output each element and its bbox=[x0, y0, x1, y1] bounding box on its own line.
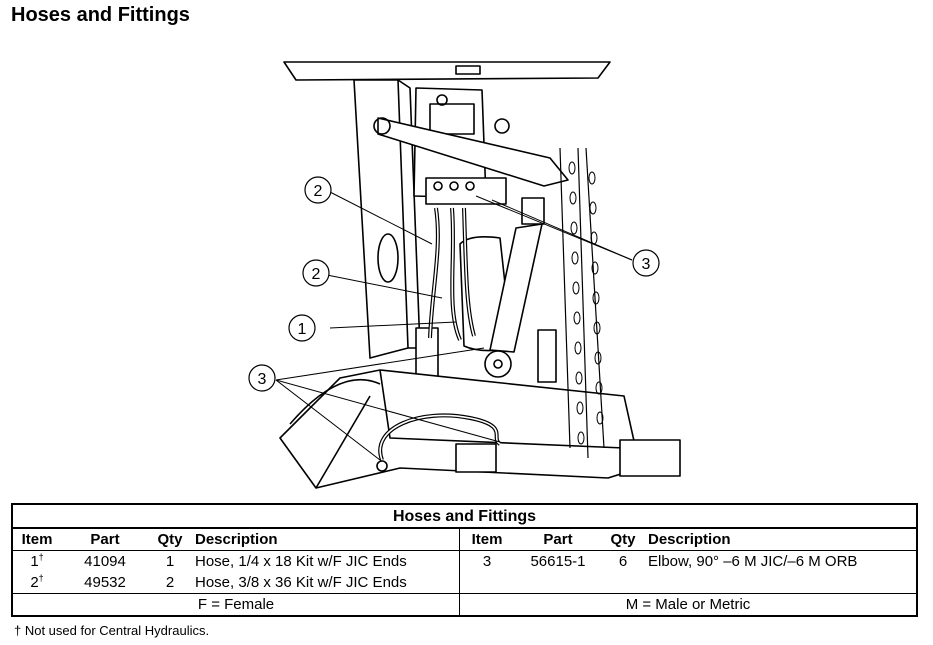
cell-item: 2† bbox=[11, 572, 61, 594]
svg-text:3: 3 bbox=[258, 371, 267, 388]
cell-description: Hose, 3/8 x 36 Kit w/F JIC Ends bbox=[191, 572, 460, 594]
col-item: Item bbox=[11, 528, 61, 551]
footnote: † Not used for Central Hydraulics. bbox=[14, 623, 210, 638]
svg-text:2: 2 bbox=[312, 266, 321, 283]
cell-qty-right: 6 bbox=[618, 553, 628, 570]
cell-empty bbox=[514, 572, 602, 594]
cell-item-right: 3 bbox=[482, 553, 492, 570]
cell-empty bbox=[460, 572, 515, 594]
cell-description: Hose, 1/4 x 18 Kit w/F JIC Ends bbox=[191, 550, 460, 572]
col-part: Part bbox=[61, 528, 149, 551]
col-description: Description bbox=[191, 528, 460, 551]
cell-qty: 2 bbox=[165, 574, 175, 591]
hydraulic-assembly-drawing: 2 2 1 3 3 bbox=[248, 61, 681, 489]
svg-text:1: 1 bbox=[298, 321, 307, 338]
callout-item-3-left: 3 bbox=[248, 364, 276, 392]
table-row: 2† 49532 2 Hose, 3/8 x 36 Kit w/F JIC En… bbox=[11, 572, 918, 594]
col-part-right: Part bbox=[514, 528, 602, 551]
legend-female: F = Female bbox=[11, 593, 460, 617]
cell-item: 1† bbox=[11, 550, 61, 572]
cell-part: 41094 bbox=[84, 553, 126, 570]
col-description-right: Description bbox=[644, 528, 918, 551]
col-item-right: Item bbox=[459, 528, 514, 551]
page-title: Hoses and Fittings bbox=[11, 4, 190, 26]
legend-male-metric: M = Male or Metric bbox=[459, 593, 918, 617]
svg-text:3: 3 bbox=[642, 256, 651, 273]
cell-empty bbox=[602, 572, 644, 594]
cell-part: 49532 bbox=[84, 574, 126, 591]
exploded-diagram: 2 2 1 3 3 bbox=[220, 48, 700, 498]
cell-part-right: 56615-1 bbox=[530, 553, 586, 570]
svg-text:2: 2 bbox=[314, 183, 323, 200]
table-row: 1† 41094 1 Hose, 1/4 x 18 Kit w/F JIC En… bbox=[11, 550, 918, 572]
legend-row: F = Female M = Male or Metric bbox=[11, 593, 918, 617]
callout-item-2-lower: 2 bbox=[302, 259, 330, 287]
col-qty: Qty bbox=[149, 528, 191, 551]
parts-table: Hoses and Fittings Item Part Qty Descrip… bbox=[11, 503, 918, 617]
cell-qty: 1 bbox=[165, 553, 175, 570]
table-title: Hoses and Fittings bbox=[11, 503, 918, 529]
cell-description-right: Elbow, 90° –6 M JIC/–6 M ORB bbox=[644, 550, 918, 572]
callout-item-3-right: 3 bbox=[632, 249, 660, 277]
table-header-row: Item Part Qty Description Item Part Qty … bbox=[11, 528, 918, 551]
cell-empty bbox=[644, 572, 918, 594]
callout-item-1: 1 bbox=[288, 314, 316, 342]
col-qty-right: Qty bbox=[602, 528, 644, 551]
callout-item-2-upper: 2 bbox=[304, 176, 332, 204]
